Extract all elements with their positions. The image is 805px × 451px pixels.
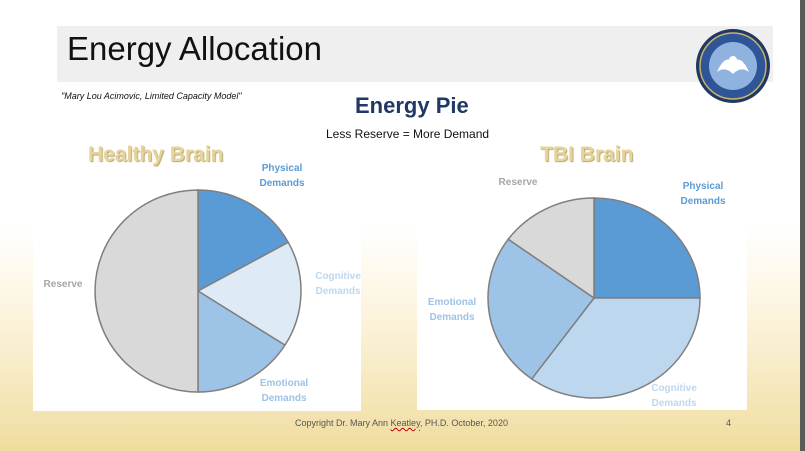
healthy-brain-title: Healthy Brain — [88, 143, 224, 166]
page-number: 4 — [726, 418, 732, 428]
footer-author-name: Keatley — [390, 418, 420, 428]
citation: "Mary Lou Acimovic, Limited Capacity Mod… — [61, 91, 242, 101]
healthy-physical-slice — [197, 189, 290, 293]
tbi-brain-pie — [487, 197, 701, 399]
healthy-physical-label: Physical Demands — [259, 163, 305, 189]
healthy-brain-pie — [94, 189, 302, 393]
footer-copyright: Copyright Dr. Mary Ann Keatley, PH.D. Oc… — [295, 418, 508, 428]
tbi-physical-label: Physical Demands — [680, 181, 726, 207]
tbi-emotional-label: Emotional Demands — [427, 297, 477, 323]
healthy-reserve-label: Reserve — [43, 279, 83, 290]
healthy-cognitive-slice — [196, 241, 302, 347]
tbi-brain-title: TBI Brain — [540, 143, 634, 166]
tbi-cognitive-label: Cognitive Demands — [651, 383, 697, 409]
healthy-emotional-slice — [197, 289, 287, 393]
slide-title: Energy Allocation — [67, 30, 322, 67]
healthy-cognitive-label: Cognitive Demands — [315, 271, 361, 297]
chart-heading: Energy Pie — [355, 93, 469, 118]
tbi-reserve-slice — [507, 197, 595, 300]
organization-logo — [696, 29, 770, 103]
chart-subtitle: Less Reserve = More Demand — [326, 127, 490, 141]
tbi-emotional-slice — [487, 238, 596, 380]
footer-copyright-prefix: Copyright Dr. Mary Ann — [295, 418, 391, 428]
footer-copyright-suffix: , PH.D. October, 2020 — [419, 418, 508, 428]
healthy-emotional-label: Emotional Demands — [259, 378, 309, 404]
tbi-cognitive-slice — [530, 297, 701, 399]
healthy-reserve-slice — [94, 189, 199, 393]
title-bar — [57, 26, 773, 82]
window-border — [800, 0, 805, 451]
tbi-reserve-label: Reserve — [498, 177, 538, 188]
tbi-physical-slice — [593, 197, 701, 299]
